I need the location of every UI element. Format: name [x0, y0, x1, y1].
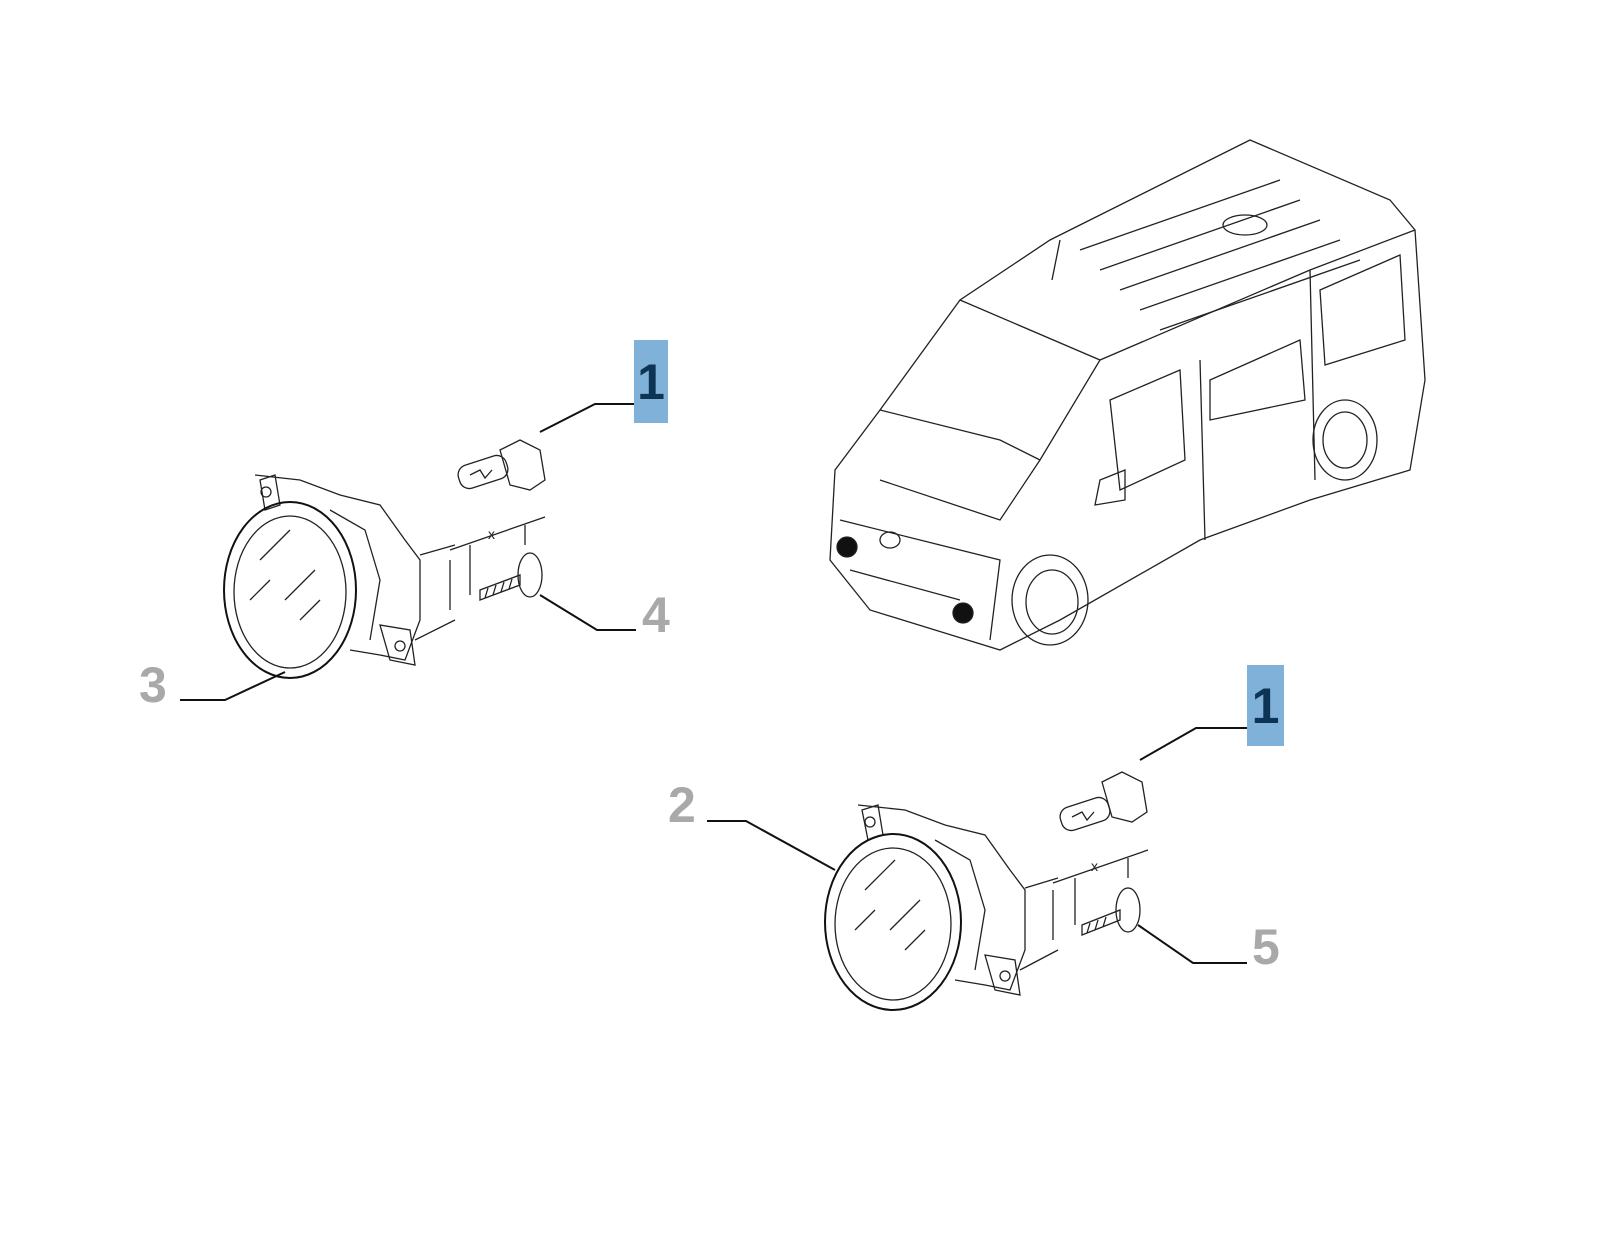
screw-lower — [1081, 887, 1141, 936]
dimension-marks-upper — [414, 516, 546, 641]
bulb-upper — [457, 439, 546, 491]
callout-3[interactable]: 3 — [139, 657, 167, 713]
van-illustration — [829, 139, 1426, 651]
callout-4[interactable]: 4 — [642, 587, 670, 643]
callout-1-upper[interactable]: 1 — [634, 340, 668, 423]
bulb-lower — [1059, 771, 1148, 832]
callout-1-lower[interactable]: 1 — [1247, 665, 1284, 746]
fog-lamp-left — [223, 474, 421, 679]
fog-lamp-right — [824, 804, 1026, 1011]
roof-rails — [1079, 179, 1361, 331]
callout-2[interactable]: 2 — [668, 777, 696, 833]
leader-lines — [180, 403, 1247, 964]
dimension-marks-lower — [1019, 849, 1149, 971]
dimension-label-upper: x — [488, 526, 495, 542]
dimension-label-lower: x — [1091, 858, 1098, 874]
callout-5[interactable]: 5 — [1252, 919, 1280, 975]
screw-upper — [479, 552, 543, 601]
